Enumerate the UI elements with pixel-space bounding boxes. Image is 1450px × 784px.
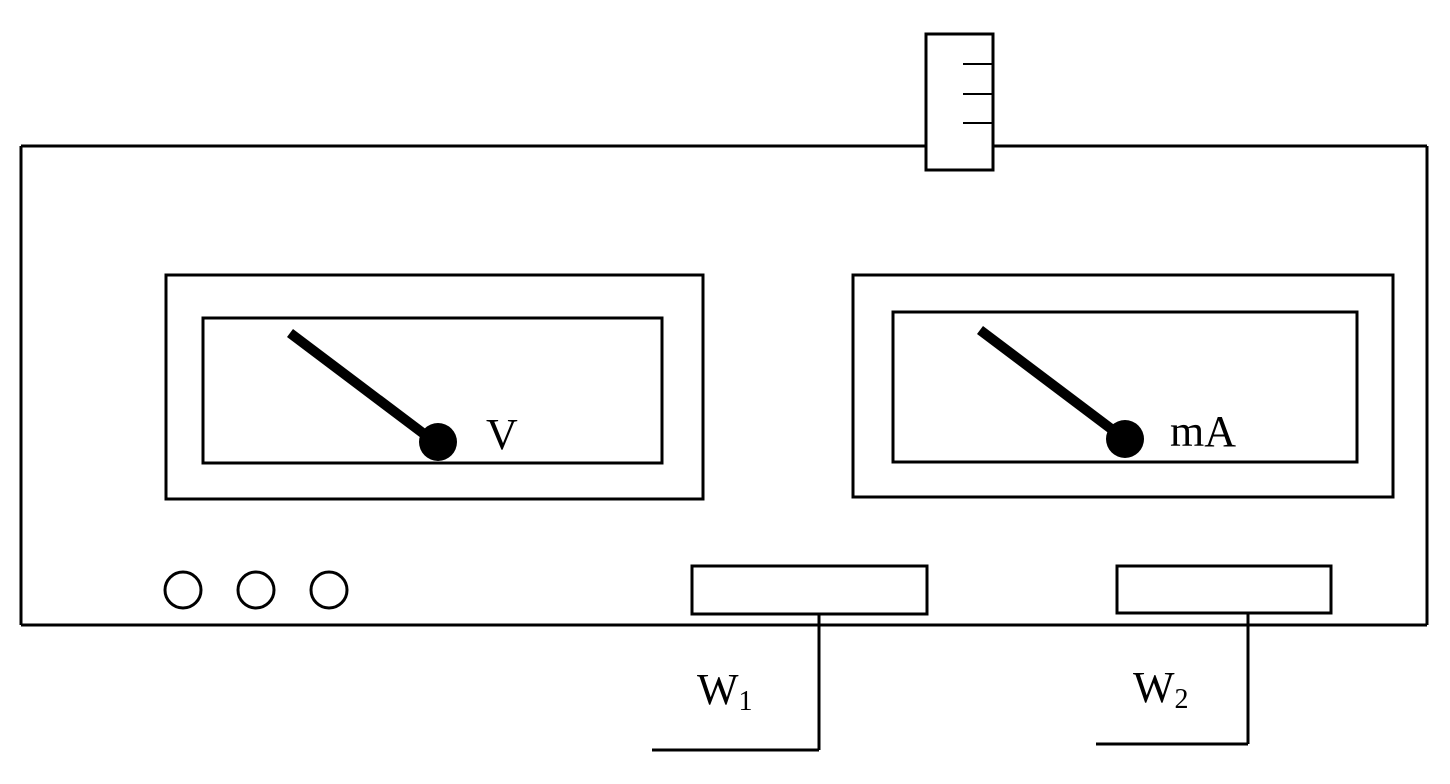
voltmeter-outer-frame: [164, 273, 705, 501]
terminal-knob: [309, 570, 349, 610]
milliammeter-dial: [891, 310, 1359, 464]
milliammeter-outer-frame: [851, 273, 1395, 499]
voltmeter-unit-label: V: [486, 410, 518, 459]
top-scale-tab: [924, 32, 995, 172]
voltmeter: V: [164, 273, 705, 501]
potentiometer-w1: W1: [652, 564, 929, 752]
milliammeter: mA: [851, 273, 1395, 499]
voltmeter-dial: [201, 316, 664, 465]
terminal-knob: [163, 570, 203, 610]
potentiometer-w1-label: W1: [697, 665, 753, 717]
voltmeter-pivot: [419, 423, 457, 461]
milliammeter-needle: [976, 326, 1126, 441]
milliammeter-pivot: [1106, 420, 1144, 458]
potentiometer-w2: W2: [1096, 564, 1333, 746]
potentiometer-w2-label: W2: [1133, 663, 1189, 715]
terminal-knob: [236, 570, 276, 610]
potentiometer-w1-body: [690, 564, 929, 616]
voltmeter-needle: [286, 329, 436, 444]
instrument-housing: [19, 144, 1429, 627]
milliammeter-unit-label: mA: [1170, 407, 1236, 456]
terminal-knobs: [163, 570, 349, 610]
potentiometer-w2-body: [1115, 564, 1333, 615]
